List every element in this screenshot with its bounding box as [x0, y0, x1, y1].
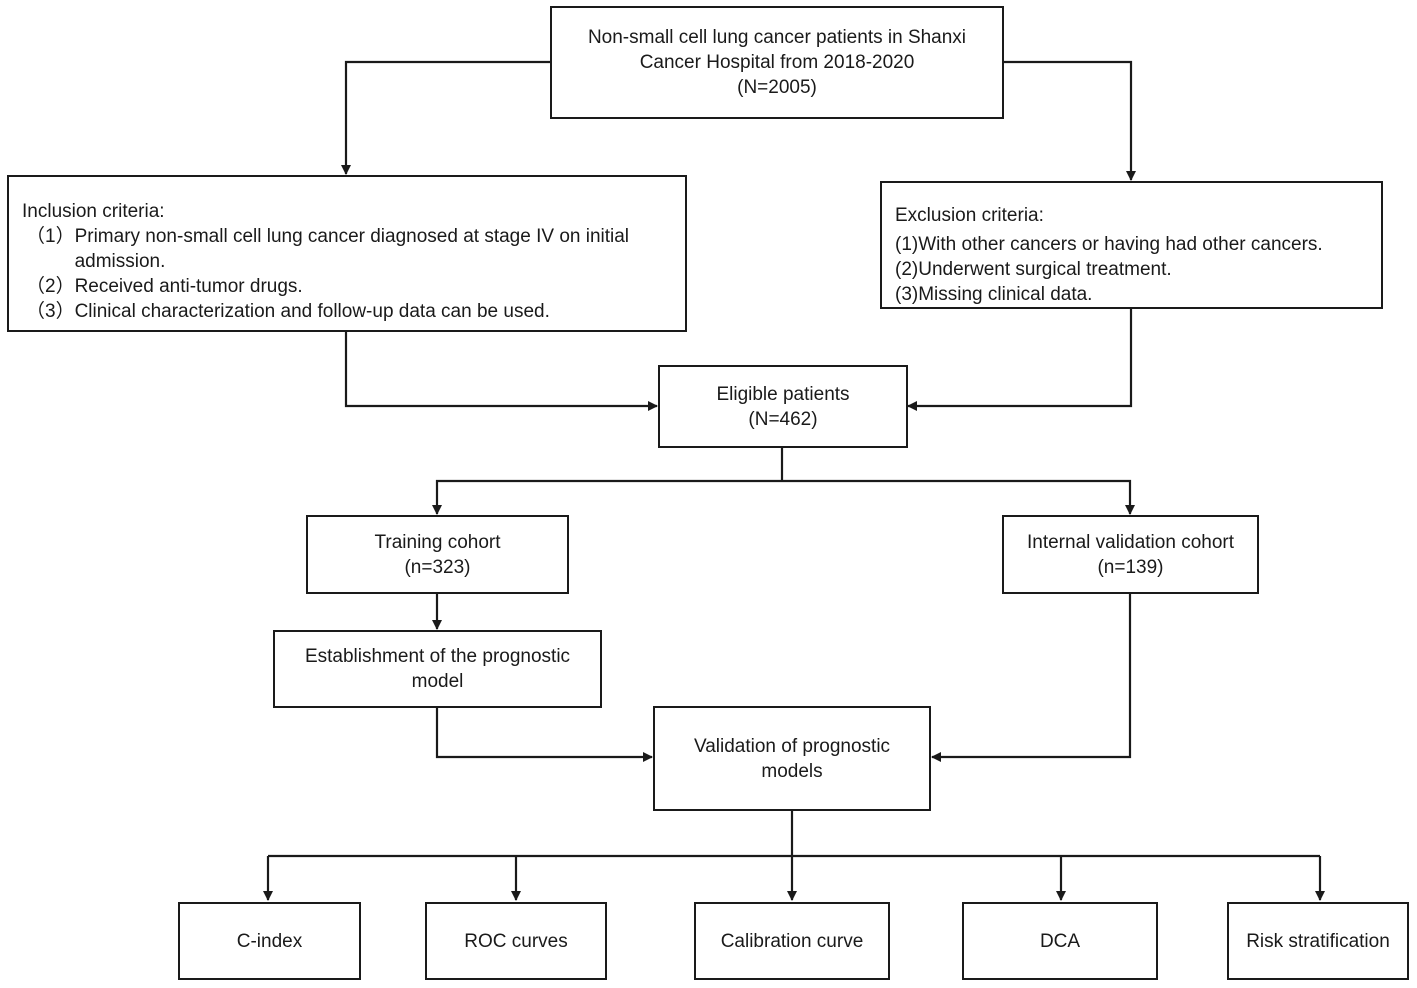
source-count: (N=2005): [737, 77, 817, 98]
inclusion-criteria-box: Inclusion criteria: （1） Primary non-smal…: [7, 175, 687, 332]
exclusion-title: Exclusion criteria:: [895, 205, 1044, 226]
source-line-1: Non-small cell lung cancer patients in S…: [587, 27, 967, 48]
outcome-dca-box: DCA: [962, 902, 1158, 980]
eligible-count: (N=462): [748, 408, 818, 430]
internal-count: (n=139): [1097, 556, 1164, 578]
source-line-2: Cancer Hospital from 2018-2020: [639, 52, 915, 73]
training-count: (n=323): [404, 556, 471, 578]
internal-label: Internal validation cohort: [1026, 531, 1234, 553]
establishment-model-box: Establishment of the prognostic model: [273, 630, 602, 708]
outcome-risk-stratification-label: Risk stratification: [1246, 930, 1390, 952]
establishment-line-1: Establishment of the prognostic: [304, 646, 571, 667]
outcome-calibration-curve-box: Calibration curve: [694, 902, 890, 980]
outcome-c-index-label: C-index: [236, 930, 303, 952]
eligible-patients-box: Eligible patients (N=462): [658, 365, 908, 448]
arrow-source-to-exclusion: [1003, 60, 1136, 181]
exclusion-item-3: (3)Missing clinical data.: [895, 284, 1093, 305]
inclusion-item-3: （3） Clinical characterization and follow…: [26, 299, 677, 324]
arrow-eligible-to-internal: [782, 479, 1135, 515]
arrow-establishment-to-validation: [435, 707, 653, 762]
inclusion-title: Inclusion criteria:: [22, 201, 165, 222]
arrow-internal-to-validation: [931, 593, 1132, 762]
outcome-risk-stratification-box: Risk stratification: [1227, 902, 1409, 980]
outcome-dca-label: DCA: [1039, 930, 1081, 952]
inclusion-item-3-text: Clinical characterization and follow-up …: [74, 301, 550, 322]
exclusion-criteria-box: Exclusion criteria: (1)With other cancer…: [880, 181, 1383, 309]
inclusion-item-1: （1） Primary non-small cell lung cancer d…: [26, 224, 677, 274]
arrow-eligible-to-training: [432, 479, 782, 515]
inclusion-item-1-number: （1）: [26, 226, 75, 247]
validation-line-1: Validation of prognostic: [693, 735, 891, 757]
establishment-line-2: model: [411, 671, 464, 692]
internal-validation-cohort-box: Internal validation cohort (n=139): [1002, 515, 1259, 594]
inclusion-item-1-text: Primary non-small cell lung cancer diagn…: [74, 226, 630, 247]
outcome-c-index-box: C-index: [178, 902, 361, 980]
training-label: Training cohort: [374, 531, 501, 553]
arrow-inclusion-to-eligible: [344, 331, 658, 411]
inclusion-item-2-number: （2）: [26, 276, 75, 297]
inclusion-item-1-text-cont: admission.: [74, 251, 166, 272]
inclusion-item-2: （2） Received anti-tumor drugs.: [26, 274, 677, 299]
outcome-calibration-curve-label: Calibration curve: [720, 930, 864, 952]
validation-models-box: Validation of prognostic models: [653, 706, 931, 811]
source-population-box: Non-small cell lung cancer patients in S…: [550, 6, 1004, 119]
eligible-label: Eligible patients: [716, 383, 850, 405]
inclusion-item-2-text: Received anti-tumor drugs.: [74, 276, 303, 297]
validation-line-2: models: [761, 760, 823, 782]
arrow-source-to-inclusion: [341, 60, 550, 175]
arrow-exclusion-to-eligible: [907, 308, 1133, 411]
outcome-roc-curves-box: ROC curves: [425, 902, 607, 980]
outcome-roc-curves-label: ROC curves: [464, 930, 568, 952]
inclusion-item-3-number: （3）: [26, 301, 75, 322]
training-cohort-box: Training cohort (n=323): [306, 515, 569, 594]
exclusion-item-2: (2)Underwent surgical treatment.: [895, 259, 1172, 280]
exclusion-item-1: (1)With other cancers or having had othe…: [895, 234, 1323, 255]
